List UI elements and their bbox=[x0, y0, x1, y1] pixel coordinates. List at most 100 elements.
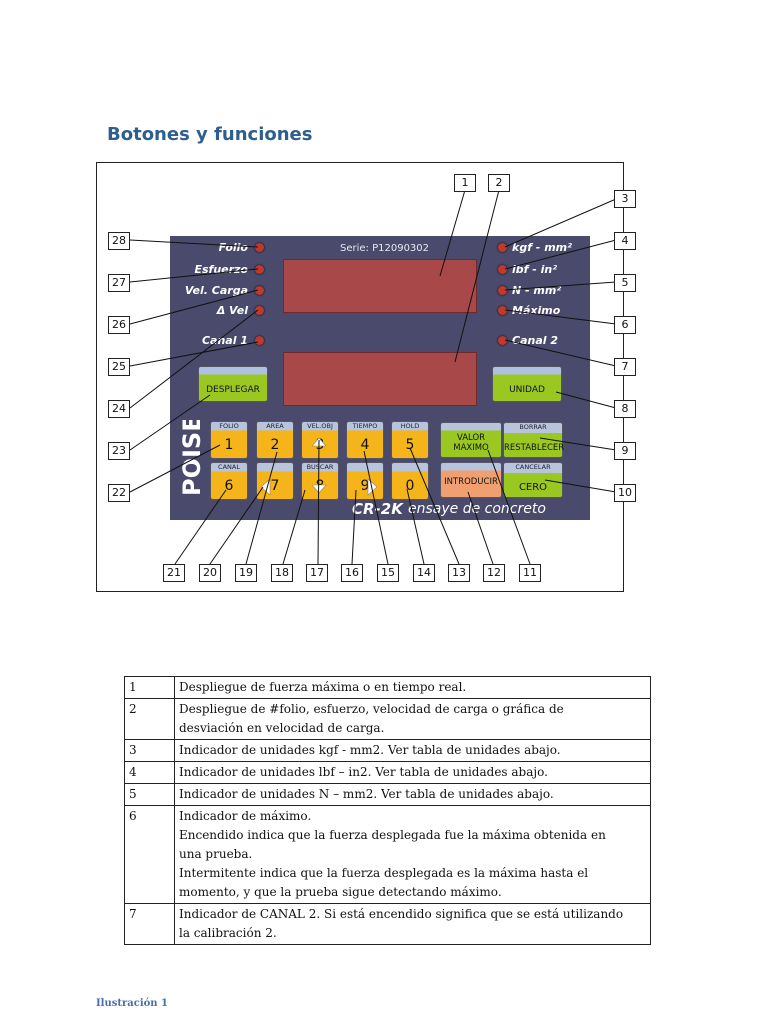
key-1-sublabel: FOLIO bbox=[219, 422, 239, 430]
row-number: 6 bbox=[124, 805, 175, 904]
callout-16: 16 bbox=[341, 564, 363, 582]
key-1-label: 1 bbox=[224, 437, 234, 453]
callout-17: 17 bbox=[306, 564, 328, 582]
led-canal-2 bbox=[498, 336, 507, 345]
led-kgf-mm2 bbox=[498, 243, 507, 252]
key-7[interactable]: 7 bbox=[256, 462, 294, 500]
description-line: Indicador de unidades N – mm2. Ver tabla… bbox=[179, 787, 554, 801]
desplegar-label: DESPLEGAR bbox=[206, 385, 260, 395]
secondary-display bbox=[283, 352, 477, 406]
description-line: momento, y que la prueba sigue detectand… bbox=[179, 885, 502, 899]
key-5-label: 5 bbox=[405, 437, 415, 453]
callout-24: 24 bbox=[108, 400, 130, 418]
description-line: Indicador de unidades kgf - mm2. Ver tab… bbox=[179, 743, 561, 757]
callout-25: 25 bbox=[108, 358, 130, 376]
functions-table: 1 Despliegue de fuerza máxima o en tiemp… bbox=[124, 676, 651, 945]
led-vel-carga bbox=[255, 286, 264, 295]
key-1[interactable]: FOLIO 1 bbox=[210, 421, 248, 459]
row-number: 4 bbox=[124, 761, 175, 784]
row-number: 5 bbox=[124, 783, 175, 806]
table-row: 2 Despliegue de #folio, esfuerzo, veloci… bbox=[124, 698, 651, 740]
unidad-button[interactable]: UNIDAD bbox=[492, 366, 562, 402]
indicator-label-n-mm2: N - mm² bbox=[512, 284, 562, 297]
led-maximo bbox=[498, 306, 507, 315]
callout-4: 4 bbox=[614, 232, 636, 250]
callout-19: 19 bbox=[235, 564, 257, 582]
poise-logo-text: POISE bbox=[178, 420, 206, 496]
callout-13: 13 bbox=[448, 564, 470, 582]
section-heading: Botones y funciones bbox=[107, 124, 313, 145]
description-line: Despliegue de fuerza máxima o en tiempo … bbox=[179, 680, 467, 694]
callout-2: 2 bbox=[488, 174, 510, 192]
callout-10: 10 bbox=[614, 484, 636, 502]
callout-6: 6 bbox=[614, 316, 636, 334]
key-5[interactable]: HOLD 5 bbox=[391, 421, 429, 459]
callout-22: 22 bbox=[108, 484, 130, 502]
key-4-sublabel: TIEMPO bbox=[352, 422, 378, 430]
row-description: Indicador de unidades lbf – in2. Ver tab… bbox=[174, 761, 651, 784]
key-5-sublabel: HOLD bbox=[400, 422, 420, 430]
callout-27: 27 bbox=[108, 274, 130, 292]
key-0-label: 0 bbox=[405, 478, 415, 494]
description-line: Encendido indica que la fuerza desplegad… bbox=[179, 828, 606, 842]
key-3-sublabel: VEL.OBJ bbox=[307, 422, 333, 430]
desplegar-button[interactable]: DESPLEGAR bbox=[198, 366, 268, 402]
callout-20: 20 bbox=[199, 564, 221, 582]
description-line: una prueba. bbox=[179, 847, 253, 861]
force-display bbox=[283, 259, 477, 313]
row-number: 3 bbox=[124, 739, 175, 762]
callout-15: 15 bbox=[377, 564, 399, 582]
callout-1: 1 bbox=[454, 174, 476, 192]
indicator-label-folio: Folio bbox=[218, 241, 248, 254]
key-9[interactable]: 9 bbox=[346, 462, 384, 500]
description-line: Indicador de CANAL 2. Si está encendido … bbox=[179, 907, 624, 921]
row-description: Indicador de unidades N – mm2. Ver tabla… bbox=[174, 783, 651, 806]
indicator-label-esfuerzo: Esfuerzo bbox=[194, 263, 248, 276]
key-9-label: 9 bbox=[360, 478, 370, 494]
callout-8: 8 bbox=[614, 400, 636, 418]
key-3[interactable]: VEL.OBJ 3 bbox=[301, 421, 339, 459]
callout-7: 7 bbox=[614, 358, 636, 376]
callout-21: 21 bbox=[163, 564, 185, 582]
led-esfuerzo bbox=[255, 265, 264, 274]
description-line: desviación en velocidad de carga. bbox=[179, 721, 385, 735]
row-description: Despliegue de #folio, esfuerzo, velocida… bbox=[174, 698, 651, 740]
poise-logo: POISE bbox=[178, 420, 206, 496]
key-3-label: 3 bbox=[315, 437, 325, 453]
row-description: Indicador de unidades kgf - mm2. Ver tab… bbox=[174, 739, 651, 762]
led-lbf-in2 bbox=[498, 265, 507, 274]
introducir-button[interactable]: INTRODUCIR bbox=[440, 462, 502, 498]
indicator-label-kgf-mm2: kgf - mm² bbox=[512, 241, 572, 254]
key-8-label: 8 bbox=[315, 478, 325, 494]
key-6-label: 6 bbox=[224, 478, 234, 494]
indicator-label-canal-2: Canal 2 bbox=[512, 334, 559, 347]
key-4[interactable]: TIEMPO 4 bbox=[346, 421, 384, 459]
description-line: Despliegue de #folio, esfuerzo, velocida… bbox=[179, 702, 564, 716]
table-row: 5 Indicador de unidades N – mm2. Ver tab… bbox=[124, 783, 651, 806]
callout-3: 3 bbox=[614, 190, 636, 208]
led-delta-vel bbox=[255, 306, 264, 315]
callout-18: 18 bbox=[271, 564, 293, 582]
key-8-sublabel: BUSCAR bbox=[306, 463, 334, 471]
callout-14: 14 bbox=[413, 564, 435, 582]
key-0[interactable]: 0 bbox=[391, 462, 429, 500]
table-row: 6 Indicador de máximo. Encendido indica q… bbox=[124, 805, 651, 904]
key-4-label: 4 bbox=[360, 437, 370, 453]
valor-label: VALOR bbox=[456, 433, 486, 443]
row-number: 7 bbox=[124, 903, 175, 945]
row-description: Indicador de CANAL 2. Si está encendido … bbox=[174, 903, 651, 945]
figure-caption: Ilustración 1 bbox=[96, 998, 169, 1009]
borrar-sublabel: BORRAR bbox=[519, 423, 547, 431]
indicator-label-lbf-in2: lbf - in² bbox=[512, 263, 558, 276]
cero-button[interactable]: CANCELAR CERO bbox=[503, 462, 563, 498]
cero-label: CERO bbox=[518, 482, 548, 493]
row-description: Indicador de máximo. Encendido indica que… bbox=[174, 805, 651, 904]
cancelar-sublabel: CANCELAR bbox=[515, 463, 551, 471]
key-7-label: 7 bbox=[270, 478, 280, 494]
key-8[interactable]: BUSCAR 8 bbox=[301, 462, 339, 500]
restablecer-button[interactable]: BORRAR RESTABLECER bbox=[503, 422, 564, 458]
description-line: Indicador de máximo. bbox=[179, 809, 312, 823]
